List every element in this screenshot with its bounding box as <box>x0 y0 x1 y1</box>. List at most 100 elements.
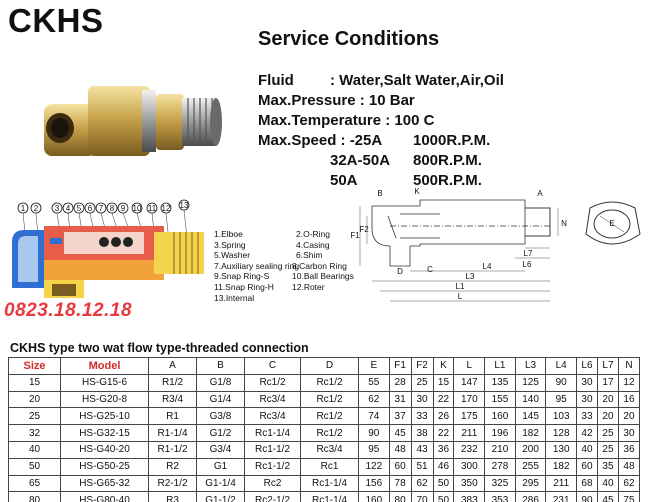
dimension-diagram: B K A N F1 F2 D C L4 L6 L7 L3 L1 L E <box>350 187 641 302</box>
service-conditions-heading: Service Conditions <box>258 28 440 50</box>
table-cell-k: 50 <box>432 474 455 493</box>
callout-11: 11 <box>148 204 157 213</box>
table-cell-l6: 30 <box>575 373 598 392</box>
table-cell-size: 20 <box>8 390 61 409</box>
table-cell-k: 15 <box>432 373 455 392</box>
table-cell-a: R1 <box>148 407 197 426</box>
table-cell-n: 20 <box>617 407 641 426</box>
table-cell-f1: 60 <box>388 457 412 476</box>
table-cell-a: R1-1/4 <box>148 424 197 442</box>
table-cell-c: Rc2-1/2 <box>244 491 301 502</box>
table-cell-e: 122 <box>358 457 390 476</box>
table-cell-size: 25 <box>8 407 61 426</box>
table-cell-l: 383 <box>453 491 486 502</box>
table-cell-l: 350 <box>453 474 486 493</box>
header-n: N <box>617 357 641 375</box>
header-b: B <box>196 357 245 375</box>
table-cell-l7: 20 <box>596 390 619 409</box>
table-cell-c: Rc1-1/2 <box>244 457 301 476</box>
table-cell-f2: 30 <box>410 390 434 409</box>
table-cell-k: 22 <box>432 424 455 442</box>
dim-B: B <box>377 189 382 198</box>
table-cell-b: G1/2 <box>196 424 245 442</box>
table-cell-d: Rc1/2 <box>300 390 359 409</box>
table-cell-size: 65 <box>8 474 61 493</box>
table-cell-l: 147 <box>453 373 486 392</box>
table-cell-a: R3/4 <box>148 390 197 409</box>
dim-F1: F1 <box>350 231 360 240</box>
table-cell-n: 30 <box>617 424 641 442</box>
table-cell-c: Rc2 <box>244 474 301 493</box>
table-cell-l4: 90 <box>545 373 577 392</box>
table-cell-l: 211 <box>453 424 486 442</box>
dim-N: N <box>561 219 567 228</box>
callout-5: 5 <box>77 204 82 213</box>
spec-temperature: Max.Temperature : 100 C <box>258 112 435 129</box>
header-f2: F2 <box>410 357 434 375</box>
table-cell-b: G1-1/2 <box>196 491 245 502</box>
header-a: A <box>148 357 197 375</box>
table-cell-b: G3/8 <box>196 407 245 426</box>
callout-1: 1 <box>21 204 26 213</box>
dim-L1: L1 <box>456 282 465 291</box>
dim-A: A <box>537 189 543 198</box>
table-cell-n: 75 <box>617 491 641 502</box>
dim-L7: L7 <box>524 249 533 258</box>
table-cell-l7: 25 <box>596 440 619 459</box>
table-cell-model: HS-G32-15 <box>60 424 149 442</box>
sectional-diagram: 1 2 3 4 5 6 7 8 9 10 11 12 13 <box>12 199 204 298</box>
table-cell-l4: 95 <box>545 390 577 409</box>
speed-2: 800R.P.M. <box>413 152 482 169</box>
table-cell-d: Rc1-1/4 <box>300 474 359 493</box>
dim-F2: F2 <box>359 225 369 234</box>
table-cell-a: R1/2 <box>148 373 197 392</box>
size-3: 50A <box>330 172 358 189</box>
table-cell-l6: 90 <box>575 491 598 502</box>
table-cell-l7: 25 <box>596 424 619 442</box>
table-cell-e: 90 <box>358 424 390 442</box>
speed-1: 1000R.P.M. <box>413 132 491 149</box>
table-cell-f2: 38 <box>410 424 434 442</box>
table-cell-l1: 325 <box>484 474 516 493</box>
table-cell-a: R2 <box>148 457 197 476</box>
table-cell-l1: 210 <box>484 440 516 459</box>
table-cell-a: R3 <box>148 491 197 502</box>
header-e: E <box>358 357 390 375</box>
table-cell-model: HS-G25-10 <box>60 407 149 426</box>
table-cell-e: 95 <box>358 440 390 459</box>
header-l: L <box>453 357 486 375</box>
table-cell-a: R1-1/2 <box>148 440 197 459</box>
table-cell-l4: 130 <box>545 440 577 459</box>
spec-fluid: Fluid: Water,Salt Water,Air,Oil <box>258 72 504 89</box>
table-cell-l3: 125 <box>514 373 547 392</box>
table-cell-b: G1/8 <box>196 373 245 392</box>
table-cell-e: 160 <box>358 491 390 502</box>
phone-watermark: 0823.18.12.18 <box>4 300 133 321</box>
table-cell-f1: 28 <box>388 373 412 392</box>
table-cell-f1: 80 <box>388 491 412 502</box>
table-cell-f1: 45 <box>388 424 412 442</box>
table-cell-k: 50 <box>432 491 455 502</box>
table-cell-c: Rc3/4 <box>244 390 301 409</box>
header-l7: L7 <box>596 357 619 375</box>
table-cell-l4: 128 <box>545 424 577 442</box>
dim-C: C <box>427 265 433 274</box>
dim-E: E <box>609 219 614 228</box>
table-cell-c: Rc1-1/4 <box>244 424 301 442</box>
table-cell-b: G1 <box>196 457 245 476</box>
table-cell-d: Rc1-1/4 <box>300 491 359 502</box>
table-cell-e: 55 <box>358 373 390 392</box>
dim-L: L <box>458 292 463 301</box>
table-cell-l3: 200 <box>514 440 547 459</box>
table-cell-l6: 30 <box>575 390 598 409</box>
table-cell-size: 80 <box>8 491 61 502</box>
table-cell-e: 74 <box>358 407 390 426</box>
table-cell-l1: 196 <box>484 424 516 442</box>
